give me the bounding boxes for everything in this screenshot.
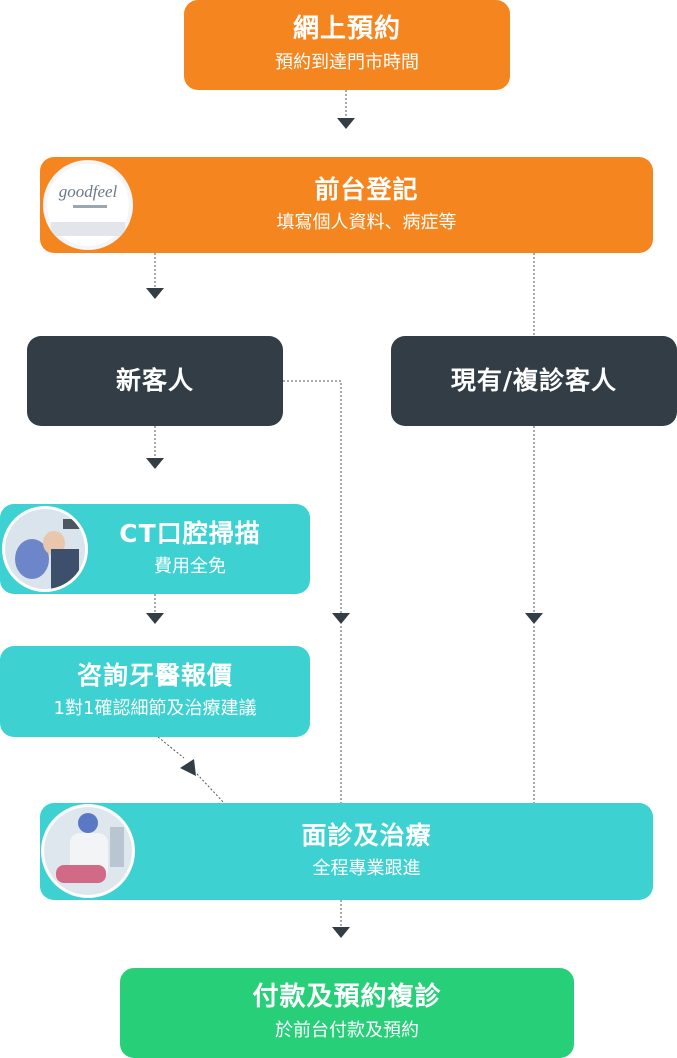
treatment-photo: [41, 804, 135, 898]
step-subtitle: 預約到達門市時間: [275, 52, 419, 74]
step-title: CT口腔掃描: [119, 518, 261, 548]
arrow-to-consultation: [146, 613, 164, 624]
step-title: 現有/複診客人: [450, 365, 618, 395]
step-title: 前台登記: [314, 174, 419, 204]
arrow-new-to-treatment: [332, 613, 350, 624]
step-title: 付款及預約複診: [252, 982, 442, 1013]
step-title: 新客人: [115, 365, 194, 395]
arrow-to-ct-scan: [146, 458, 164, 469]
step-dentist-consultation-quote: 咨詢牙醫報價 1對1確認細節及治療建議: [0, 646, 310, 737]
arrow-consult-to-treatment: [180, 759, 196, 776]
step-title: 面診及治療: [301, 821, 432, 851]
connector-consult-to-treatment: [157, 736, 185, 759]
goodfeel-logo-avatar: goodfeel: [41, 158, 135, 252]
arrow-to-new-customer: [146, 288, 164, 299]
step-subtitle: 1對1確認細節及治療建議: [53, 698, 257, 720]
branch-existing-customer: 現有/複診客人: [391, 336, 677, 426]
arrow-to-payment: [332, 927, 350, 938]
step-title: 咨詢牙醫報價: [76, 661, 233, 691]
step-online-booking: 網上預約 預約到達門市時間: [184, 0, 510, 90]
goodfeel-logo-text: goodfeel: [58, 182, 118, 201]
step-subtitle: 全程專業跟進: [312, 858, 421, 880]
step-front-desk-registration: 前台登記 填寫個人資料、病症等: [40, 157, 653, 253]
connector-new-to-treatment: [283, 380, 342, 613]
step-subtitle: 費用全免: [154, 555, 226, 577]
arrow-existing-to-treatment: [525, 613, 543, 624]
step-payment-follow-up-booking: 付款及預約複診 於前台付款及預約: [120, 968, 574, 1058]
ct-scan-photo: [2, 506, 88, 592]
branch-new-customer: 新客人: [27, 336, 283, 426]
step-title: 網上預約: [292, 14, 401, 45]
step-examination-treatment: 面診及治療 全程專業跟進: [40, 803, 653, 900]
step-subtitle: 填寫個人資料、病症等: [276, 211, 457, 233]
arrow-to-registration: [337, 118, 355, 129]
connector-consult-to-treatment-tail: [196, 773, 225, 804]
step-subtitle: 於前台付款及預約: [275, 1020, 419, 1042]
